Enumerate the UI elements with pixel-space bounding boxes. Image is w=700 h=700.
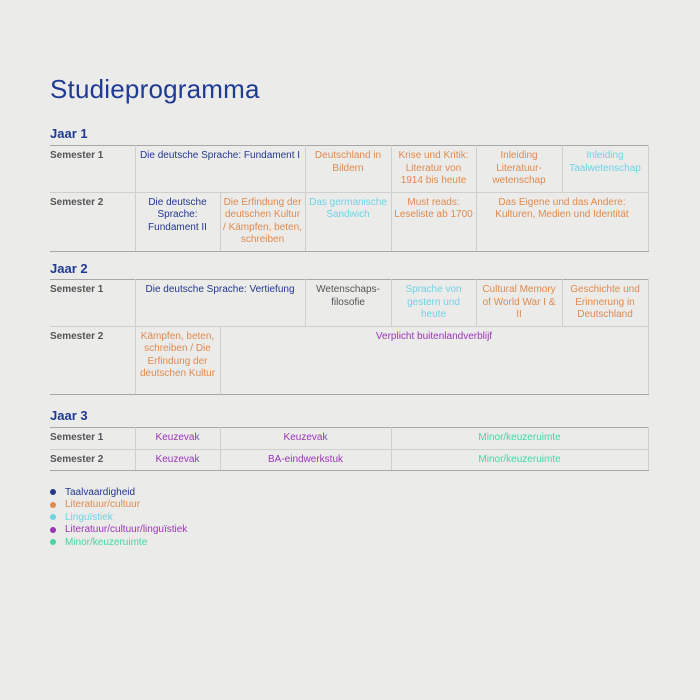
course-cell: Keuzevak xyxy=(219,427,392,450)
course-cell: Das Eigene und das Andere: Kulturen, Med… xyxy=(475,191,649,252)
bullet-icon xyxy=(50,501,56,508)
table-row: Semester 2 Kämpfen, beten, schreiben / D… xyxy=(50,325,649,395)
course-cell: Cultural Memory of World War I & II xyxy=(475,279,563,327)
bullet-icon xyxy=(50,526,56,533)
table-row: Semester 1 Die deutsche Sprache: Fundame… xyxy=(50,145,649,193)
legend-item: Literatuur/cultuur/linguïstiek xyxy=(50,524,187,537)
legend-item: Literatuur/cultuur xyxy=(50,499,187,512)
table-row: Semester 1 Keuzevak Keuzevak Minor/keuze… xyxy=(50,427,649,450)
year-1-table: Semester 1 Die deutsche Sprache: Fundame… xyxy=(50,145,649,252)
year-2-table: Semester 1 Die deutsche Sprache: Vertief… xyxy=(50,279,649,395)
course-cell: Geschichte und Erinnerung in Deutschland xyxy=(561,279,649,327)
course-cell: Das germanische Sandwich xyxy=(304,191,392,252)
bullet-icon xyxy=(50,539,56,546)
course-cell: Kämpfen, beten, schreiben / Die Erfindun… xyxy=(134,325,221,395)
course-cell: Inleiding Taalwetenschap xyxy=(561,145,649,193)
course-cell: Die deutsche Sprache: Vertiefung xyxy=(134,279,306,327)
table-row: Semester 1 Die deutsche Sprache: Vertief… xyxy=(50,279,649,327)
year-3-table: Semester 1 Keuzevak Keuzevak Minor/keuze… xyxy=(50,427,649,471)
legend-label: Minor/keuzeruimte xyxy=(65,536,148,548)
legend-item: Linguïstiek xyxy=(50,511,187,524)
legend-label: Literatuur/cultuur xyxy=(65,499,141,511)
course-cell: BA-eindwerkstuk xyxy=(219,448,392,471)
semester-label: Semester 2 xyxy=(50,448,136,471)
course-cell: Keuzevak xyxy=(134,448,221,471)
course-cell: Sprache von gestern und heute xyxy=(390,279,477,327)
legend-label: Linguïstiek xyxy=(65,511,113,523)
course-cell: Deutschland in Bildern xyxy=(304,145,392,193)
legend-item: Taalvaardigheid xyxy=(50,486,187,499)
table-row: Semester 2 Die deutsche Sprache: Fundame… xyxy=(50,191,649,252)
course-cell: Die Erfindung der deutschen Kultur / Käm… xyxy=(219,191,306,252)
semester-label: Semester 1 xyxy=(50,145,136,193)
year-1-heading: Jaar 1 xyxy=(50,126,88,141)
semester-label: Semester 1 xyxy=(50,427,136,450)
bullet-icon xyxy=(50,514,56,521)
table-row: Semester 2 Keuzevak BA-eindwerkstuk Mino… xyxy=(50,448,649,471)
page-title: Studieprogramma xyxy=(50,74,260,104)
course-cell: Verplicht buitenlandverblijf xyxy=(219,325,649,395)
course-cell: Must reads: Leseliste ab 1700 xyxy=(390,191,477,252)
course-cell: Keuzevak xyxy=(134,427,221,450)
legend-label: Literatuur/cultuur/linguïstiek xyxy=(65,524,188,536)
bullet-icon xyxy=(50,489,56,496)
year-3-heading: Jaar 3 xyxy=(50,408,88,423)
course-cell: Krise und Kritik: Literatur von 1914 bis… xyxy=(390,145,477,193)
legend: Taalvaardigheid Literatuur/cultuur Lingu… xyxy=(50,486,187,549)
semester-label: Semester 2 xyxy=(50,325,136,395)
course-cell: Die deutsche Sprache: Fundament II xyxy=(134,191,221,252)
course-cell: Minor/keuzeruimte xyxy=(390,448,649,471)
semester-label: Semester 2 xyxy=(50,191,136,252)
legend-item: Minor/keuzeruimte xyxy=(50,536,187,549)
legend-label: Taalvaardigheid xyxy=(65,486,136,498)
course-cell: Wetenschaps-filosofie xyxy=(304,279,392,327)
course-cell: Inleiding Literatuur-wetenschap xyxy=(475,145,563,193)
course-cell: Minor/keuzeruimte xyxy=(390,427,649,450)
year-2-heading: Jaar 2 xyxy=(50,261,88,276)
semester-label: Semester 1 xyxy=(50,279,136,327)
course-cell: Die deutsche Sprache: Fundament I xyxy=(134,145,306,193)
